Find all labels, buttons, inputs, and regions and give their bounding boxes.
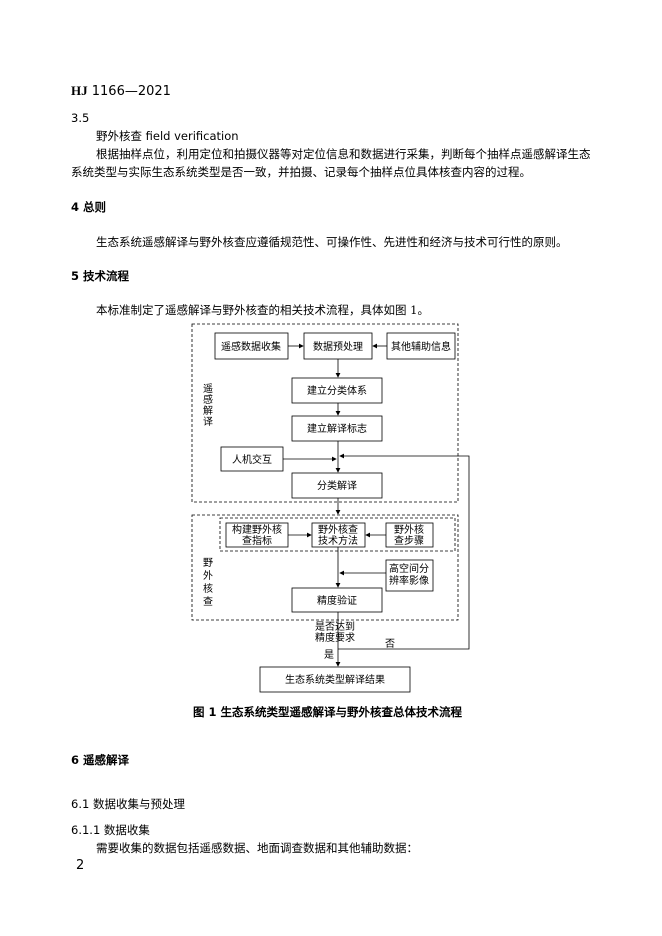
box-label: 野外核查 — [318, 523, 358, 536]
box-classsys — [291, 377, 383, 404]
section-heading: 4 总则 — [71, 200, 107, 214]
section-heading: 5 技术流程 — [71, 269, 130, 283]
decision-label: 是否达到 — [315, 621, 355, 633]
box-method — [311, 522, 366, 548]
clause-number: 3.5 — [71, 111, 90, 125]
box-index — [225, 522, 289, 548]
page-number: 2 — [76, 858, 85, 873]
group-label-char: 野 — [203, 557, 213, 569]
box-label: 其他辅助信息 — [391, 340, 451, 353]
box-label: 遥感数据收集 — [221, 340, 281, 353]
paragraph: 本标准制定了遥感解译与野外核查的相关技术流程，具体如图 1。 — [96, 303, 429, 317]
box-label: 人机交互 — [232, 453, 272, 466]
paragraph: 根据抽样点位，利用定位和拍摄仪器等对定位信息和数据进行采集，判断每个抽样点遥感解… — [96, 147, 591, 161]
group-remote-sensing — [191, 323, 459, 503]
box-label: 分类解译 — [317, 479, 357, 492]
box-label: 建立解译标志 — [307, 422, 367, 435]
box-classify — [291, 472, 383, 499]
box-label: 野外核 — [394, 523, 424, 536]
group-label-char: 遥 — [203, 382, 213, 395]
term-title: 野外核查 field verification — [96, 129, 239, 143]
box-label: 查指标 — [242, 534, 272, 547]
box-label: 生态系统类型解译结果 — [285, 673, 385, 686]
group-label-char: 外 — [203, 570, 213, 582]
box-label: 精度验证 — [317, 594, 357, 607]
box-label: 构建野外核 — [232, 523, 282, 536]
box-steps — [385, 522, 434, 548]
group-label-char: 查 — [203, 595, 213, 608]
box-label: 技术方法 — [318, 534, 358, 547]
paragraph: 生态系统遥感解译与野外核查应遵循规范性、可操作性、先进性和经济与技术可行性的原则… — [96, 235, 568, 249]
decision-label: 精度要求 — [315, 631, 355, 644]
paragraph: 系统类型与实际生态系统类型是否一致，并拍摄、记录每个抽样点位具体核查内容的过程。 — [71, 165, 531, 179]
box-result — [259, 666, 411, 693]
subsubsection-heading: 6.1.1 数据收集 — [71, 823, 150, 837]
box-label: 高空间分 — [389, 562, 429, 575]
box-label: 建立分类体系 — [307, 384, 367, 397]
figure-caption: 图 1 生态系统类型遥感解译与野外核查总体技术流程 — [193, 705, 463, 719]
group-label-char: 核 — [203, 582, 213, 595]
no-label: 否 — [385, 638, 395, 650]
box-rs-collect — [214, 332, 289, 360]
box-label: 数据预处理 — [313, 340, 363, 353]
section-heading: 6 遥感解译 — [71, 753, 130, 767]
box-label: 查步骤 — [394, 534, 424, 547]
subsection-heading: 6.1 数据收集与预处理 — [71, 797, 185, 811]
standard-code: HJ 1166—2021 — [71, 83, 171, 99]
box-hires — [385, 559, 434, 592]
group-label-char: 感 — [203, 393, 213, 406]
paragraph: 需要收集的数据包括遥感数据、地面调查数据和其他辅助数据： — [96, 841, 418, 855]
box-label: 辨率影像 — [389, 574, 429, 587]
group-label-char: 解 — [203, 404, 213, 417]
group-label-char: 译 — [203, 416, 213, 428]
box-accuracy — [291, 587, 383, 613]
box-signs — [291, 415, 383, 442]
group-field-methods — [219, 517, 456, 552]
group-field-verification — [191, 514, 459, 621]
yes-label: 是 — [324, 649, 334, 661]
